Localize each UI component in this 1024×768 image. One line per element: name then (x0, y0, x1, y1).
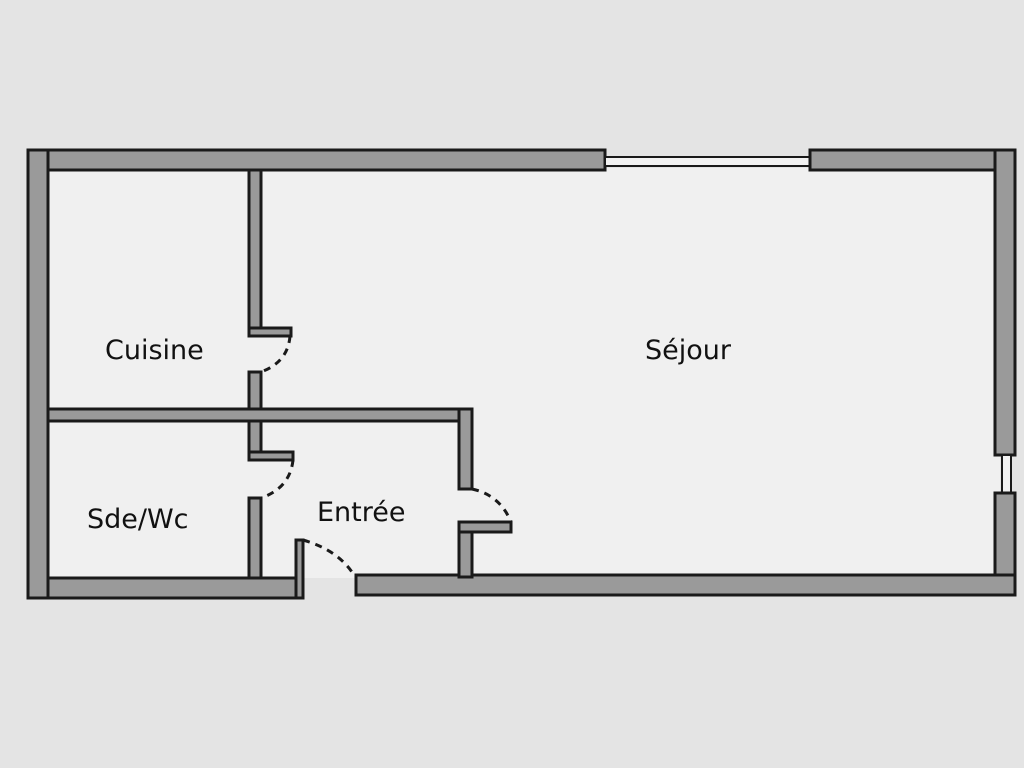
window-top (604, 156, 811, 167)
cuisine-door-swing (260, 335, 292, 374)
bottom-wall-right (354, 573, 1017, 597)
doors (260, 335, 513, 576)
floor-area (45, 168, 1000, 578)
entree-sejour-wall-lower (457, 530, 474, 579)
window-right (1001, 454, 1012, 494)
walls (26, 148, 1017, 600)
top-wall-left (26, 148, 607, 172)
sdewc-door-stub (247, 450, 295, 462)
entrance-door-swing (302, 538, 356, 576)
room-label-cuisine: Cuisine (105, 335, 204, 366)
left-wall (26, 148, 50, 600)
cuisine-door-stub (247, 326, 293, 338)
room-label-entree: Entrée (317, 497, 406, 528)
entrance-door-post (294, 538, 305, 600)
sejour-door-stub (457, 520, 513, 534)
bottom-wall-left (26, 576, 304, 600)
middle-wall (46, 407, 474, 423)
room-label-sde-wc: Sde/Wc (87, 504, 189, 535)
right-wall-upper (993, 148, 1017, 457)
sdewc-entree-wall (247, 496, 263, 580)
room-label-sejour: Séjour (645, 335, 732, 366)
entree-sejour-wall-upper (457, 407, 474, 491)
cuisine-sejour-wall (247, 168, 263, 332)
sejour-door-swing (471, 487, 513, 523)
sdewc-door-swing (260, 459, 295, 500)
top-wall-right (808, 148, 1017, 172)
